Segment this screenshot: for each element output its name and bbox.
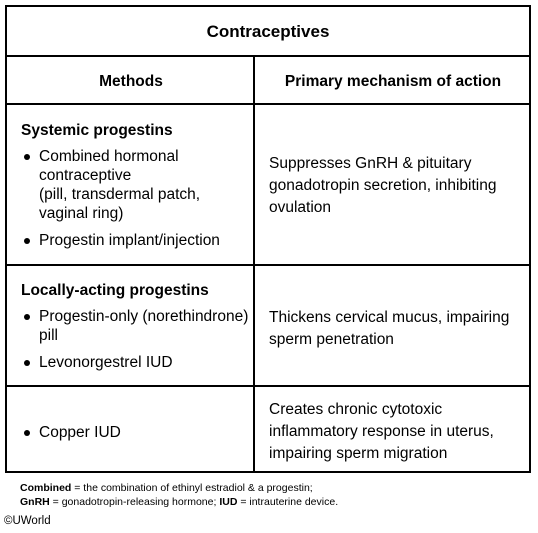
method-name: Levonorgestrel IUD (39, 354, 173, 371)
group-title: Systemic progestins (21, 122, 173, 139)
list-item: Combined hormonal contraceptive (pill, t… (21, 147, 251, 223)
list-item: Levonorgestrel IUD (21, 353, 251, 372)
footnote-text: = gonadotropin-releasing hormone; (49, 496, 220, 508)
table-row-methods: Copper IUD (21, 423, 251, 450)
copyright: ©UWorld (4, 515, 51, 527)
column-header-mechanism: Primary mechanism of action (284, 73, 502, 90)
table-row-methods: Systemic progestins Combined hormonal co… (21, 121, 251, 258)
divider (7, 103, 529, 105)
footnote: Combined = the combination of ethinyl es… (20, 481, 338, 509)
list-item: Progestin implant/injection (21, 231, 251, 250)
footnote-term: GnRH (20, 496, 50, 508)
footnote-text: = the combination of ethinyl estradiol &… (71, 482, 313, 494)
table-row-mechanism: Creates chronic cytotoxic inflammatory r… (269, 401, 494, 462)
footnote-text: = intrauterine device. (237, 496, 339, 508)
list-item: Progestin-only (norethindrone) pill (21, 307, 251, 345)
divider (7, 264, 529, 266)
table-title: Contraceptives (206, 22, 330, 41)
method-name: Progestin implant/injection (39, 232, 220, 249)
method-name: Copper IUD (39, 424, 121, 441)
column-divider (253, 55, 255, 471)
divider (7, 385, 529, 387)
method-name: Combined hormonal contraceptive (39, 148, 179, 184)
method-name: Progestin-only (norethindrone) pill (39, 308, 249, 344)
method-detail: (pill, transdermal patch, vaginal ring) (39, 186, 201, 222)
column-header-methods: Methods (99, 73, 163, 90)
divider (7, 55, 529, 57)
footnote-term: Combined (20, 482, 72, 494)
table-row-mechanism: Suppresses GnRH & pituitary gonadotropin… (269, 155, 497, 216)
contraceptives-table: Contraceptives Methods Primary mechanism… (5, 5, 531, 473)
table-row-mechanism: Thickens cervical mucus, impairing sperm… (269, 309, 510, 348)
footnote-term: IUD (219, 496, 238, 508)
table-row-methods: Locally-acting progestins Progestin-only… (21, 281, 251, 380)
list-item: Copper IUD (21, 423, 251, 442)
group-title: Locally-acting progestins (21, 282, 209, 299)
